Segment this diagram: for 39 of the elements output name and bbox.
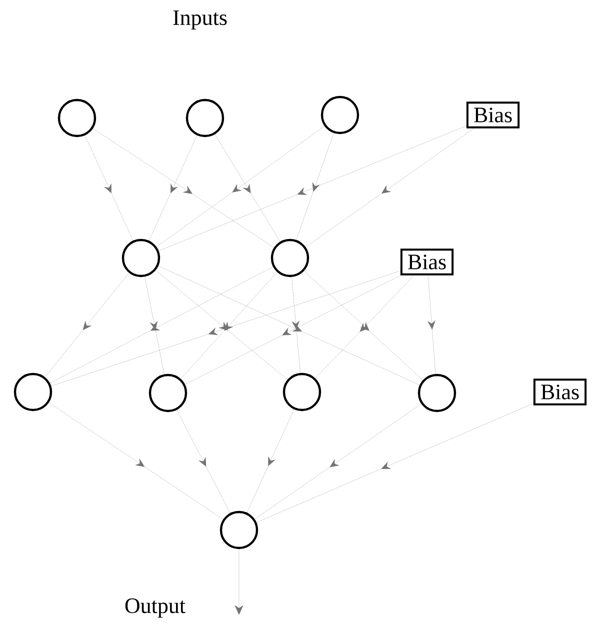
neuron-circle <box>14 372 52 412</box>
arrow <box>84 135 134 241</box>
title: Inputs <box>173 10 227 30</box>
arrow <box>314 275 414 378</box>
arrow <box>180 272 278 380</box>
arrow <box>234 548 244 615</box>
arrow <box>156 126 325 248</box>
arrow <box>214 134 280 242</box>
bias-box: Bias <box>533 378 587 406</box>
neuron-circle <box>320 96 360 134</box>
bias-box: Bias <box>466 102 520 128</box>
neuron-circle <box>282 372 322 412</box>
output-label: Output <box>125 598 186 618</box>
arrow <box>176 410 230 514</box>
arrow <box>158 266 420 386</box>
arrow <box>254 404 422 520</box>
arrow <box>148 135 198 241</box>
arrow <box>428 275 436 374</box>
arrow <box>50 266 274 384</box>
arrow <box>256 403 534 523</box>
arrow <box>92 128 274 248</box>
neuron-circle <box>186 98 224 138</box>
arrow <box>155 270 288 380</box>
arrow <box>48 402 224 520</box>
arrow <box>50 270 401 386</box>
neuron-circle <box>148 374 188 412</box>
neuron-circle <box>220 510 258 550</box>
arrow <box>296 132 334 240</box>
neuron-circle <box>122 238 160 278</box>
arrow <box>184 275 401 385</box>
neuron-circle <box>418 374 456 412</box>
neuron-circle <box>270 238 310 278</box>
bias-box: Bias <box>400 248 454 276</box>
arrow <box>158 126 467 252</box>
arrow <box>44 272 130 378</box>
arrow <box>305 128 474 248</box>
arrow <box>246 409 294 513</box>
neuron-circle <box>58 98 96 138</box>
arrow <box>291 276 301 374</box>
